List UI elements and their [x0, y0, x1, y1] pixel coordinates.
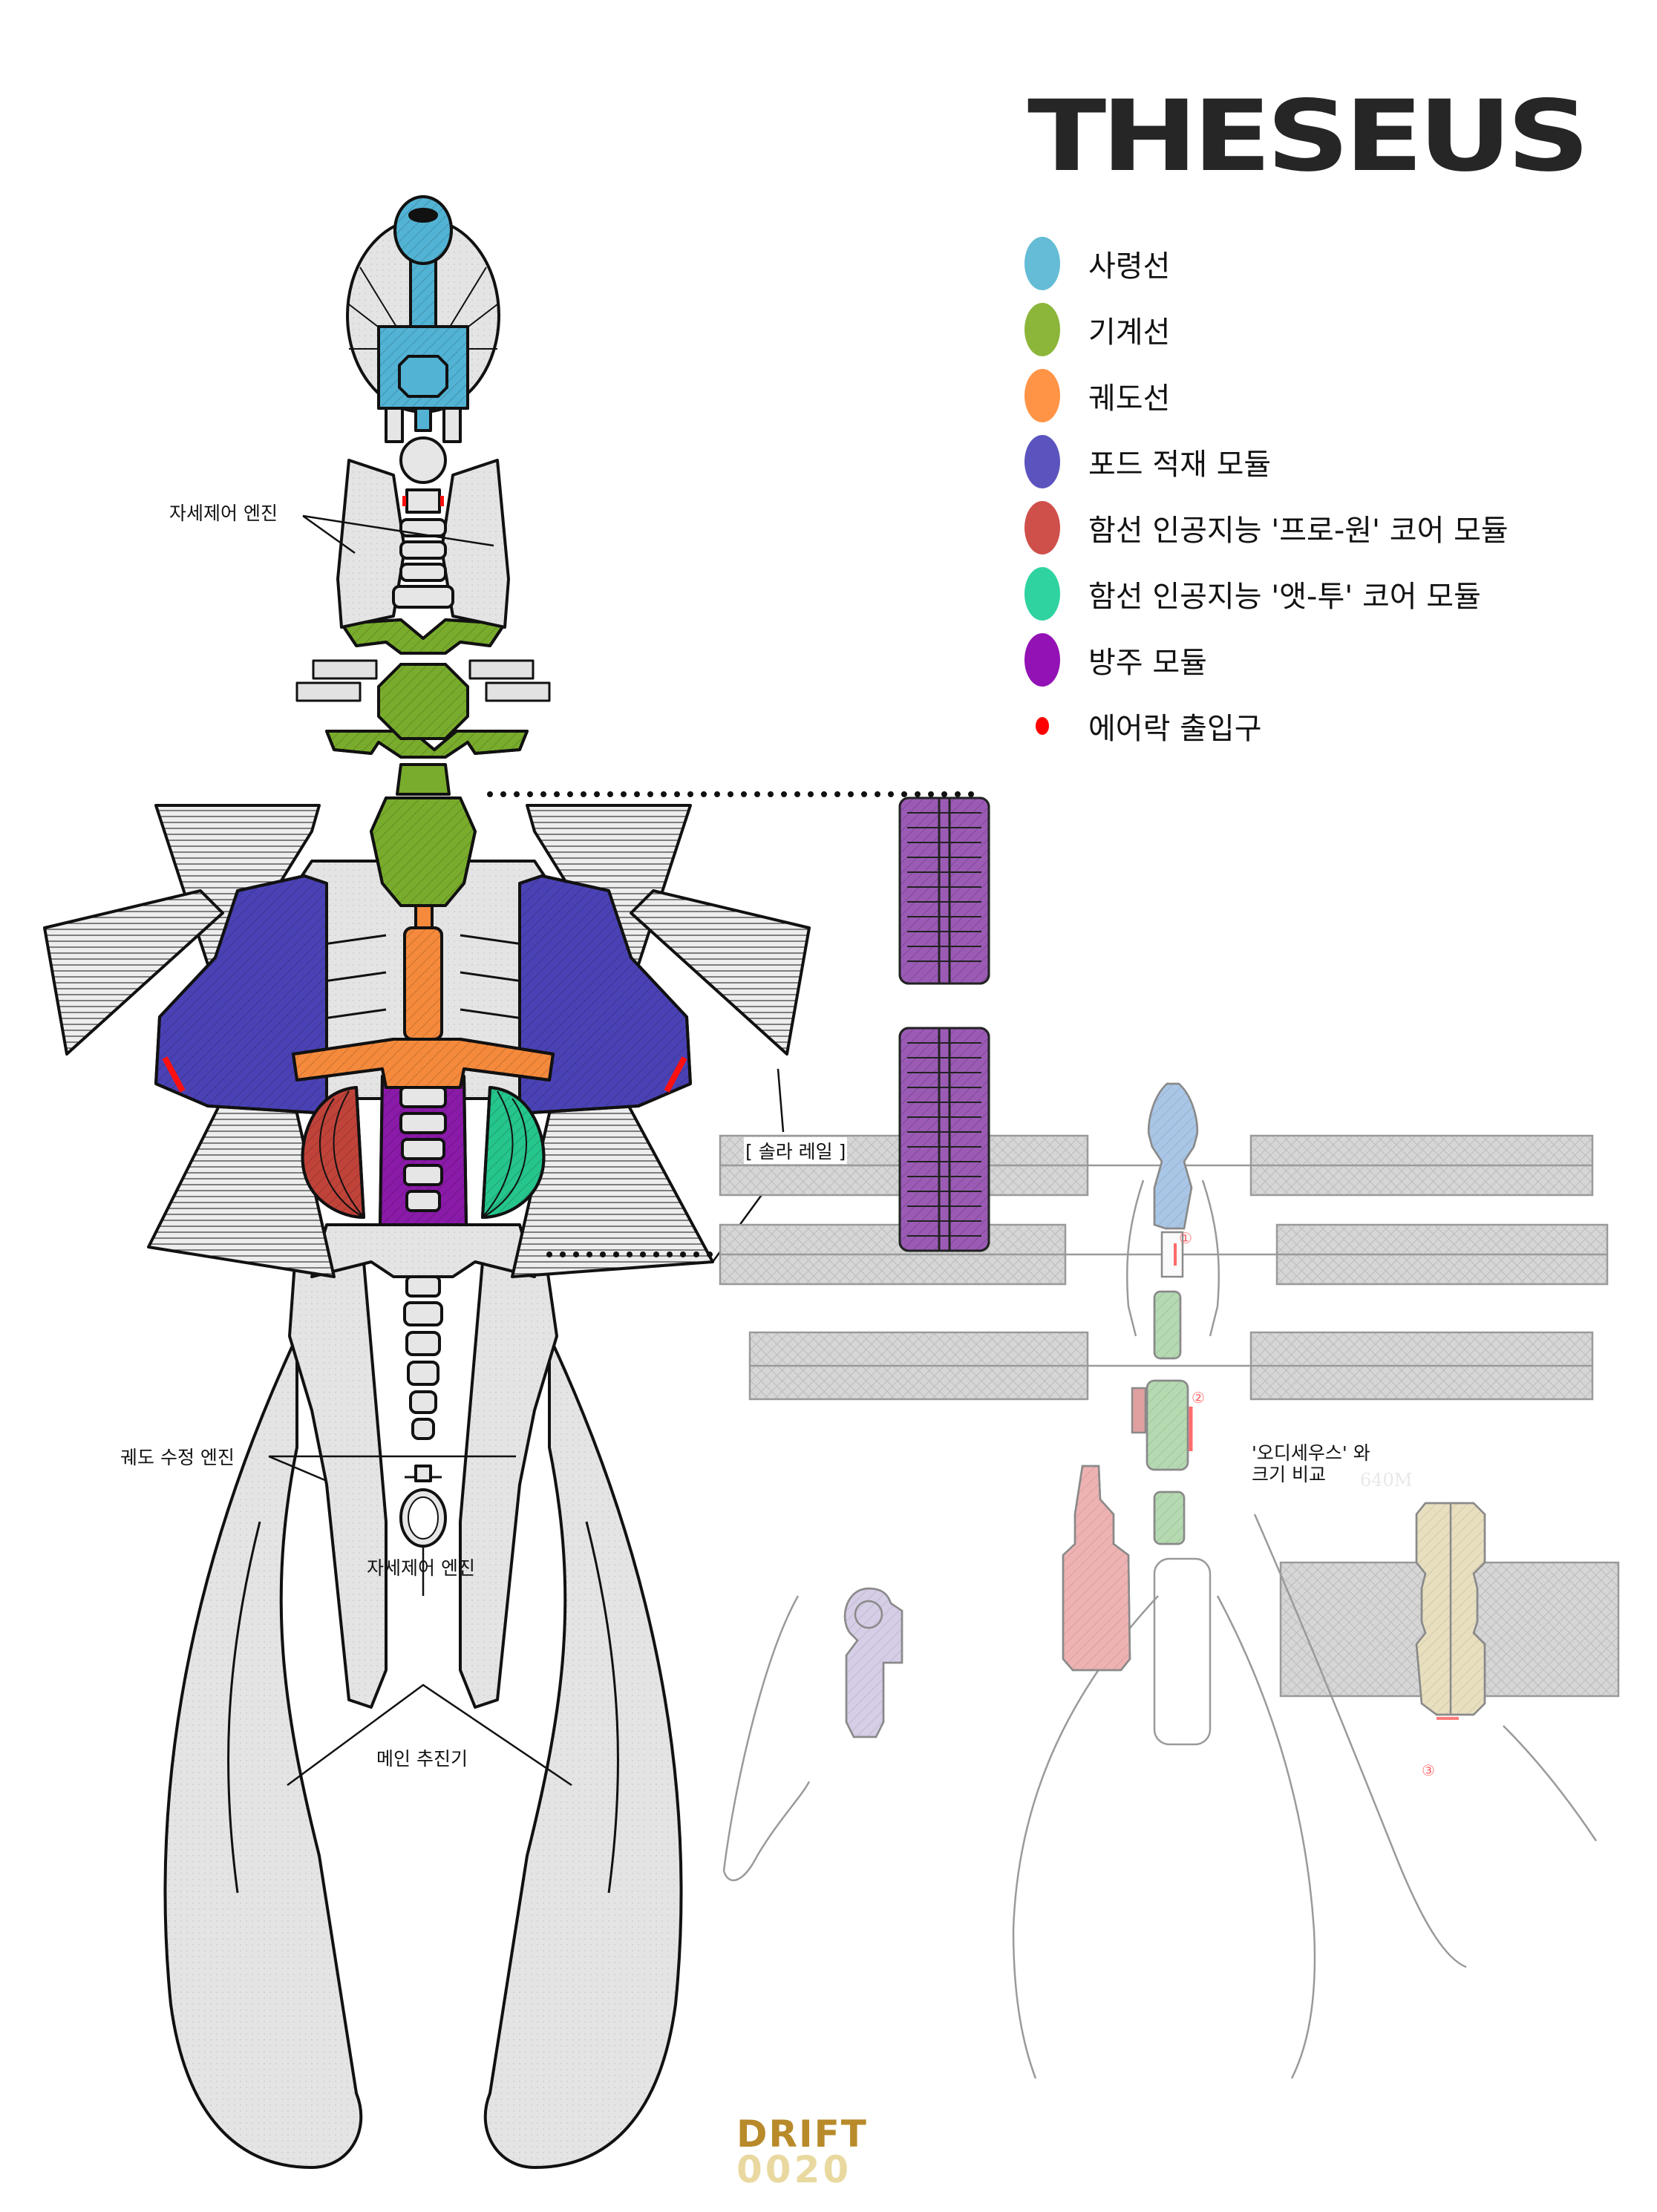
orbit-correction-engine-left: [288, 1231, 388, 1709]
orbit-correction-engine-right: [459, 1231, 558, 1709]
main-thruster-right: [483, 1335, 683, 2169]
logo-line2: 0020: [736, 2147, 852, 2191]
callout-orbit-correction-engine: 궤도 수정 엔진: [120, 1447, 235, 1468]
comparison-airlock-markers: ① ② ③: [1179, 1229, 1435, 1779]
legend-label: 함선 인공지능 '앳-투' 코어 모듈: [1088, 579, 1481, 614]
lower-chassis: [310, 1223, 536, 1278]
legend-swatch-icon: [1024, 500, 1060, 554]
airlock-marker-1: ①: [1179, 1229, 1192, 1247]
legend-label: 방주 모듈: [1088, 645, 1207, 680]
callout-main-thruster: 메인 추진기: [376, 1748, 468, 1770]
scale-faint-label: 640M: [1360, 1470, 1413, 1491]
airlock-upper-right: [440, 496, 444, 506]
solar-fan-mid-right: [630, 889, 811, 1056]
legend-swatch-icon: [1024, 236, 1060, 290]
upper-spine: [392, 436, 454, 609]
legend-item: 함선 인공지능 '앳-투' 코어 모듈: [1024, 560, 1509, 626]
airlock-marker-3: ③: [1422, 1761, 1435, 1779]
page-title: THESEUS: [1027, 79, 1590, 194]
legend-item: 방주 모듈: [1024, 626, 1509, 693]
main-thruster-left: [163, 1335, 363, 2169]
airlock-dot-icon: [1036, 716, 1049, 735]
legend-label: 궤도선: [1088, 381, 1171, 416]
legend-item: 궤도선: [1024, 362, 1509, 428]
legend-swatch-icon: [1024, 566, 1060, 621]
legend-label: 기계선: [1088, 315, 1171, 350]
airlock-pod-right: [664, 1056, 687, 1093]
legend-item: 기계선: [1024, 296, 1509, 362]
logo-line1: DRIFT: [736, 2113, 868, 2156]
callout-comparison-line1: '오디세우스' 와: [1252, 1442, 1370, 1464]
pod-stack: [898, 796, 990, 1252]
callout-attitude-engine-top: 자세제어 엔진: [169, 503, 278, 524]
attitude-engine-ring: [399, 1465, 447, 1548]
callout-solar-rail: [ 솔라 레일 ]: [744, 1137, 848, 1164]
legend-item: 에어락 출입구: [1024, 693, 1509, 759]
legend-label: 함선 인공지능 '프로-원' 코어 모듈: [1088, 513, 1509, 548]
comparison-modules: [843, 1082, 1486, 1738]
legend-item: 포드 적재 모듈: [1024, 428, 1509, 494]
legend-label: 포드 적재 모듈: [1088, 447, 1272, 482]
legend-item: 함선 인공지능 '프로-원' 코어 모듈: [1024, 494, 1509, 560]
theseus-ship: [43, 195, 811, 2169]
airlock-upper-left: [402, 496, 406, 506]
lower-spine: [403, 1275, 443, 1440]
legend-swatch-icon: [1024, 632, 1060, 687]
solar-fan-mid-left: [43, 889, 224, 1056]
legend-swatch-icon: [1024, 302, 1060, 356]
attitude-engine-upper-left: [336, 459, 406, 629]
orbiter-module: [292, 900, 555, 1089]
ark-vertebrae: [399, 1086, 447, 1212]
callout-comparison-line2: 크기 비교: [1252, 1464, 1326, 1485]
legend-label: 에어락 출입구: [1088, 711, 1262, 746]
attitude-engine-upper-right: [440, 459, 510, 629]
airlock-pod-left: [162, 1056, 186, 1093]
engineering-module: [325, 618, 529, 907]
legend-swatch-icon: [1024, 434, 1060, 488]
legend-label: 사령선: [1088, 249, 1171, 284]
legend-swatch-icon: [1024, 368, 1060, 422]
airlock-marker-2: ②: [1192, 1389, 1205, 1407]
drift-logo: DRIFT 0020: [736, 2113, 868, 2191]
callout-attitude-engine-bottom: 자세제어 엔진: [367, 1557, 475, 1579]
callout-lines: [268, 514, 785, 1787]
command-module: [346, 195, 500, 443]
legend-item: 사령선: [1024, 230, 1509, 296]
small-solar-panels: [295, 659, 551, 702]
